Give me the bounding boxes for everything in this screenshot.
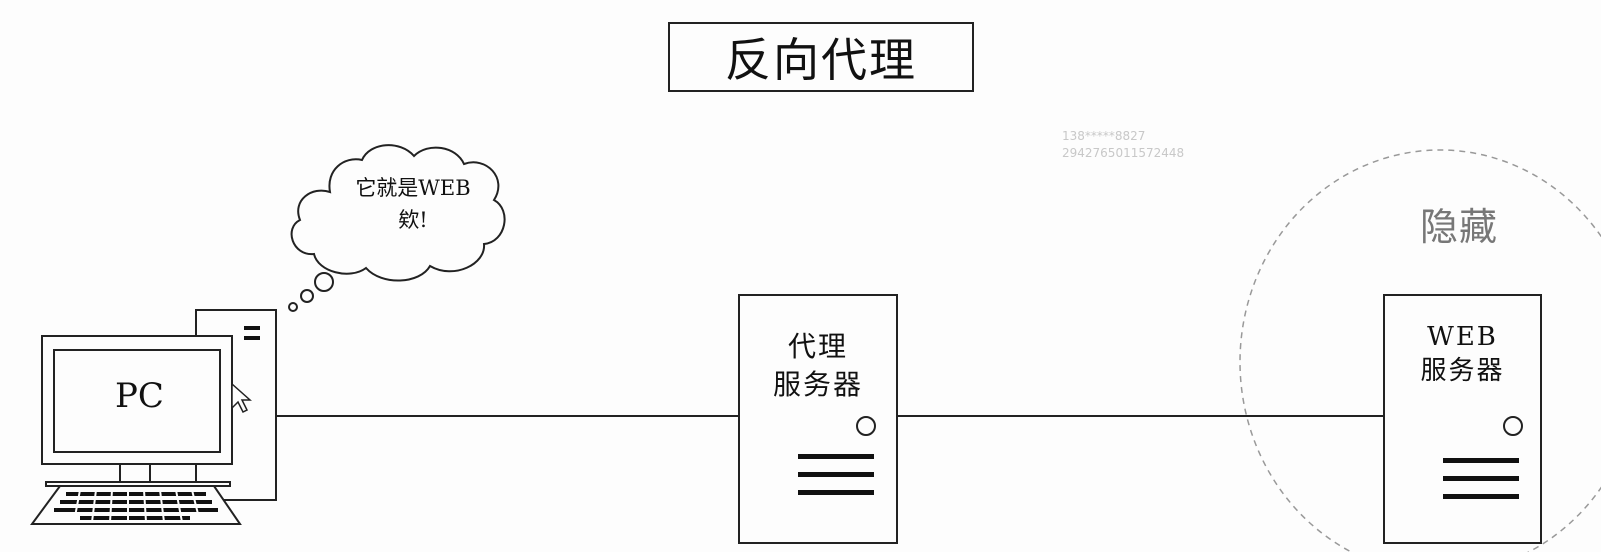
watermark-line1: 138*****8827 — [1062, 129, 1146, 143]
watermark-line2: 294276501157244​8 — [1062, 146, 1185, 160]
pc-monitor — [41, 335, 233, 487]
power-led-icon — [856, 416, 876, 436]
pc-keyboard — [30, 485, 242, 525]
hidden-zone-label: 隐藏 — [1420, 205, 1499, 249]
page-title: 反向代理 — [668, 22, 974, 92]
thought-line1: 它就是WEB — [355, 176, 471, 200]
web-server: WEB 服务器 — [1383, 294, 1542, 544]
proxy-server-line2: 服务器 — [772, 368, 863, 401]
web-server-line2: 服务器 — [1420, 356, 1505, 386]
web-server-line1: WEB — [1427, 322, 1498, 352]
watermark: 138*****8827 294276501157244​8 — [1062, 128, 1184, 162]
proxy-server-label: 代理 服务器 — [740, 328, 896, 404]
drive-slots-icon — [798, 454, 874, 508]
proxy-server-line1: 代理 — [787, 330, 848, 363]
hidden-zone-boundary — [1239, 149, 1601, 552]
web-server-label: WEB 服务器 — [1385, 320, 1540, 388]
power-led-icon — [1503, 416, 1523, 436]
thought-bubble-text: 它就是WEB 欸! — [340, 172, 486, 236]
drive-slots-icon — [1443, 458, 1519, 512]
mouse-cursor-icon — [231, 382, 252, 414]
pc-label: PC — [115, 376, 164, 416]
proxy-server: 代理 服务器 — [738, 294, 898, 544]
thought-cloud-icon — [288, 144, 506, 312]
thought-line2: 欸! — [398, 208, 428, 232]
